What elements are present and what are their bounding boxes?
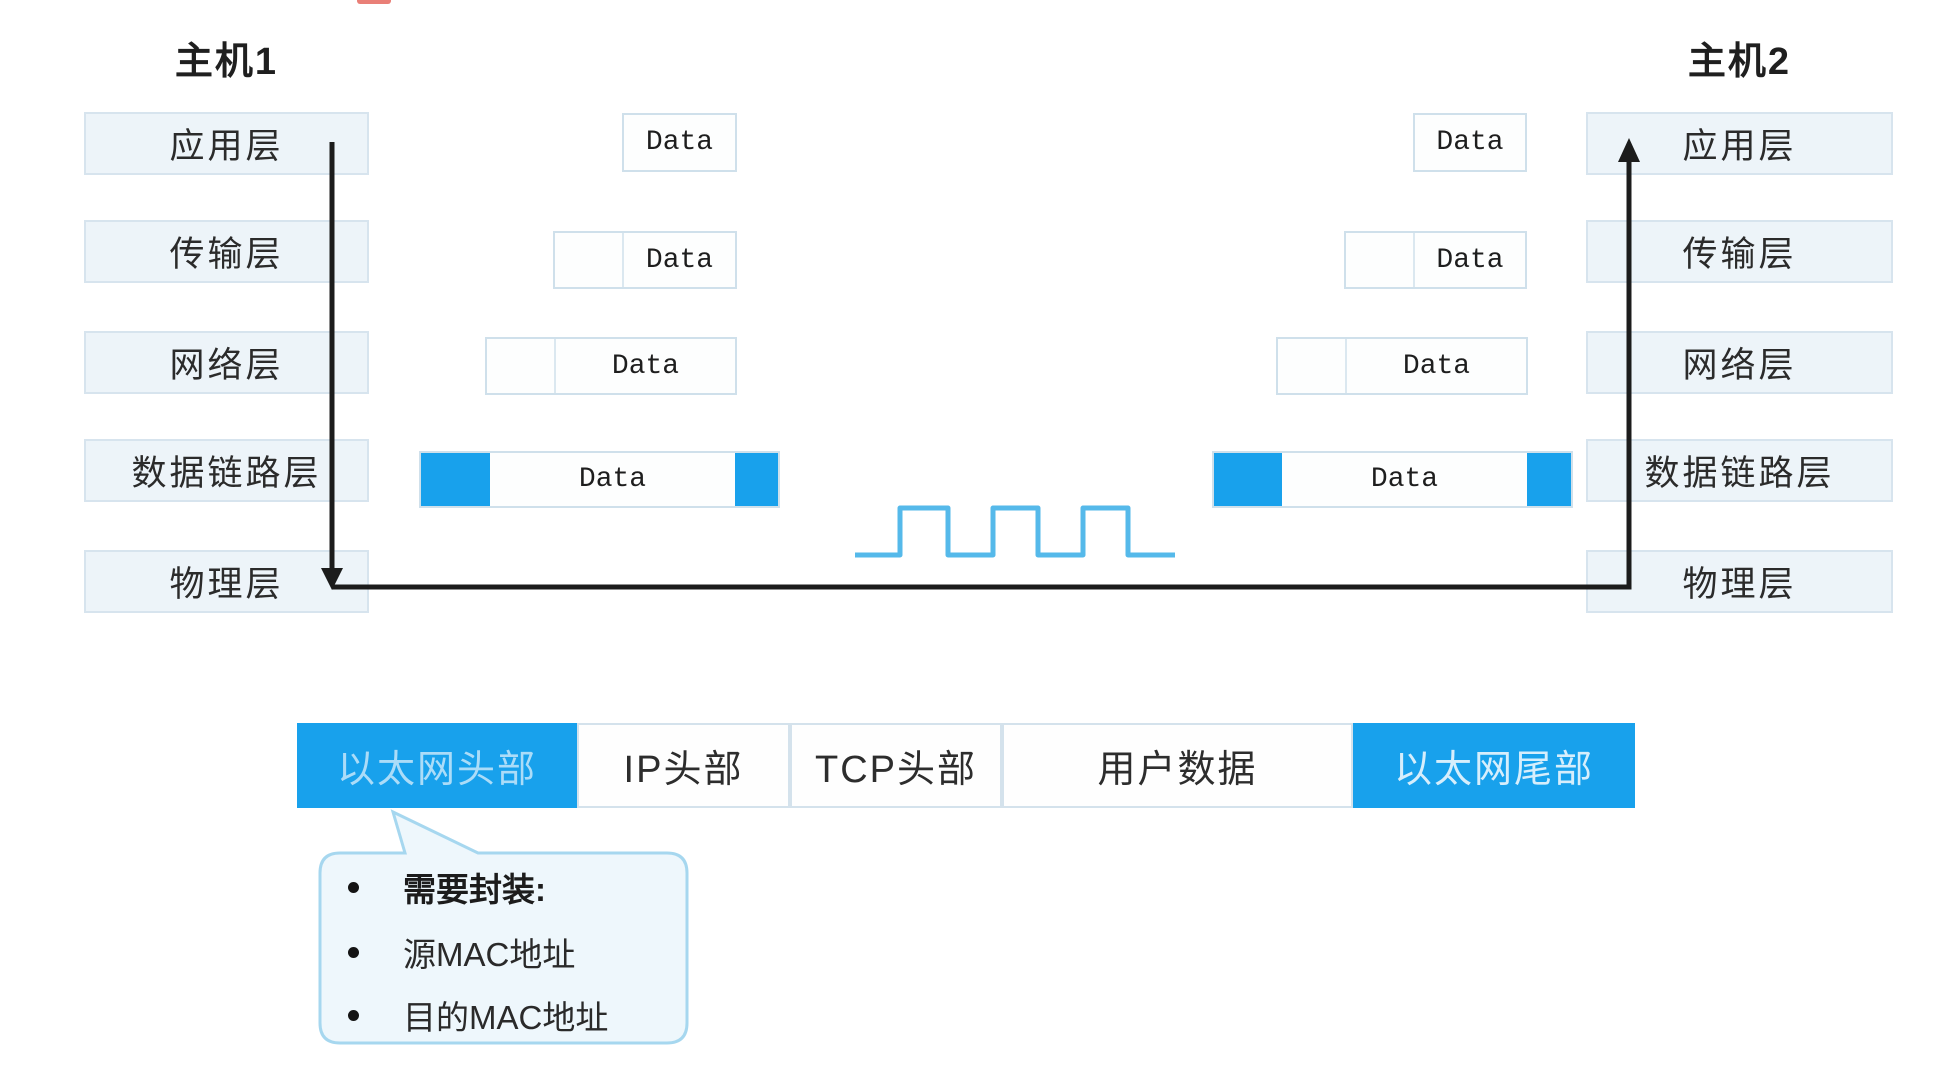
- host1-application-layer-box: 应用层: [84, 112, 369, 175]
- frame-field-ethernet-header: 以太网头部: [297, 723, 577, 808]
- frame-field-user-data: 用户数据: [1002, 723, 1353, 808]
- callout-item-encapsulate: 需要封装:: [348, 864, 546, 910]
- pdu-data-cell: Data: [611, 350, 680, 382]
- frame-header-cell: [1214, 453, 1282, 506]
- callout-item-label: 需要封装:: [403, 871, 546, 908]
- host2-frame-datalink: Data: [1212, 451, 1573, 508]
- frame-field-ethernet-trailer: 以太网尾部: [1353, 723, 1635, 808]
- frame-trailer-cell: [735, 453, 778, 506]
- host1-datalink-layer-box: 数据链路层: [84, 439, 369, 502]
- host1-frame-datalink: Data: [419, 451, 780, 508]
- host1-physical-layer-box: 物理层: [84, 550, 369, 613]
- bullet-dot-icon: [348, 881, 359, 893]
- pdu-header-cell: [1346, 233, 1415, 287]
- bullet-dot-icon: [348, 1009, 359, 1021]
- callout-item-label: 源MAC地址: [403, 936, 576, 973]
- callout-item-dest-mac: 目的MAC地址: [348, 992, 608, 1038]
- host2-datalink-layer-box: 数据链路层: [1586, 439, 1893, 502]
- pdu-data-cell: Data: [645, 244, 714, 276]
- host2-application-layer-box: 应用层: [1586, 112, 1893, 175]
- host2-pdu-transport: Data: [1344, 231, 1527, 289]
- frame-field-tcp-header: TCP头部: [790, 723, 1002, 808]
- pdu-header-cell: [555, 233, 624, 287]
- host2-pdu-application: Data: [1413, 113, 1527, 172]
- host1-pdu-application: Data: [622, 113, 737, 172]
- host1-network-layer-box: 网络层: [84, 331, 369, 394]
- signal-wave-icon: [855, 505, 1175, 558]
- bullet-dot-icon: [348, 946, 359, 958]
- host2-physical-layer-box: 物理层: [1586, 550, 1893, 613]
- pdu-data-cell: Data: [1402, 350, 1471, 382]
- frame-trailer-cell: [1527, 453, 1571, 506]
- pdu-header-cell: [1278, 339, 1347, 393]
- frame-field-ip-header: IP头部: [577, 723, 790, 808]
- pdu-header-cell: [487, 339, 556, 393]
- frame-data-cell: Data: [578, 464, 647, 495]
- red-mark-artifact: [357, 0, 391, 4]
- host2-title: 主机2: [1687, 41, 1792, 83]
- callout-item-source-mac: 源MAC地址: [348, 929, 575, 975]
- frame-data-cell: Data: [1370, 464, 1439, 495]
- host2-transport-layer-box: 传输层: [1586, 220, 1893, 283]
- host2-network-layer-box: 网络层: [1586, 331, 1893, 394]
- host2-pdu-network: Data: [1276, 337, 1528, 395]
- host1-pdu-network: Data: [485, 337, 737, 395]
- pdu-data-cell: Data: [1436, 127, 1504, 158]
- pdu-data-cell: Data: [1436, 244, 1504, 276]
- host1-transport-layer-box: 传输层: [84, 220, 369, 283]
- callout-item-label: 目的MAC地址: [403, 999, 609, 1036]
- pdu-data-cell: Data: [645, 127, 714, 158]
- host1-pdu-transport: Data: [553, 231, 737, 289]
- frame-header-cell: [421, 453, 490, 506]
- host1-title: 主机1: [174, 41, 279, 83]
